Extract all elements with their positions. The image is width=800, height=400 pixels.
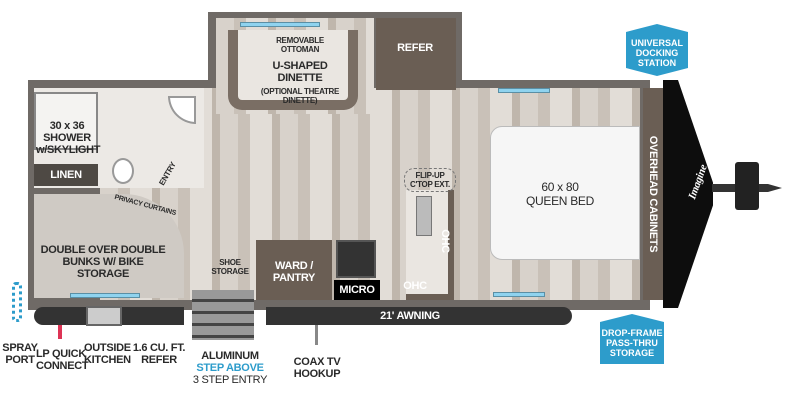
refer-outside-label: 1.6 CU. FT. REFER <box>132 342 186 366</box>
jack <box>735 162 759 210</box>
cabinets-label: OVERHEAD CABINETS <box>647 135 659 253</box>
dinette-window <box>240 22 320 27</box>
overhead-cabinets <box>643 88 663 300</box>
step-label-2: STEP ABOVE <box>196 362 264 374</box>
lp-label: LP QUICK CONNECT <box>36 348 89 372</box>
ohc-label-vertical: OHC <box>439 229 451 253</box>
toilet-icon <box>112 158 134 184</box>
shower-label: 30 x 36 SHOWER w/SKYLIGHT <box>36 120 101 156</box>
ward-label: WARD / PANTRY <box>272 260 316 284</box>
coax-label: COAX TV HOOKUP <box>293 356 341 380</box>
bunks <box>34 194 184 298</box>
step-label-1: ALUMINUM <box>201 350 259 362</box>
outside-kitchen-icon <box>86 306 122 326</box>
ohc-label: OHC <box>403 280 427 292</box>
spray-port-hose <box>12 282 22 322</box>
bedroom-window <box>498 88 550 93</box>
awning <box>266 307 572 325</box>
dinette-label: U-SHAPED DINETTE <box>272 60 328 84</box>
outside-kitchen-label: OUTSIDE KITCHEN <box>84 342 131 366</box>
bunk-window <box>70 293 140 298</box>
dinette-note: (OPTIONAL THEATRE DINETTE) <box>260 87 340 105</box>
queen-bed <box>490 126 640 260</box>
dropframe-callout: DROP-FRAME PASS-THRU STORAGE <box>600 322 664 364</box>
linen-label: LINEN <box>50 169 82 181</box>
micro-box <box>334 280 380 300</box>
lp-connector <box>58 325 62 339</box>
flipup-label: FLIP-UP C'TOP EXT. <box>404 168 456 192</box>
coax-connector <box>315 325 318 345</box>
spray-port-label: SPRAY PORT <box>2 342 38 366</box>
step-label-3: 3 STEP ENTRY <box>192 374 268 386</box>
micro-label: MICRO <box>339 284 375 296</box>
dinette-seat <box>228 30 358 110</box>
steps <box>192 290 254 340</box>
linen-box <box>34 164 98 186</box>
refer-box <box>376 18 456 90</box>
ottoman-label: REMOVABLE OTTOMAN <box>276 36 324 54</box>
bunks-label: DOUBLE OVER DOUBLE BUNKS W/ BIKE STORAGE <box>40 244 166 280</box>
bedroom-window-2 <box>493 292 545 297</box>
ward-box <box>256 240 332 300</box>
awning-label: 21' AWNING <box>380 310 440 322</box>
bed-label: 60 x 80 QUEEN BED <box>526 180 594 208</box>
sink-icon-kitchen <box>416 196 432 236</box>
shower <box>34 92 98 150</box>
docking-station-callout: UNIVERSAL DOCKING STATION <box>626 32 688 68</box>
shoe-label: SHOE STORAGE <box>211 258 249 276</box>
refer-label: REFER <box>397 42 433 54</box>
stove-icon <box>336 240 376 278</box>
